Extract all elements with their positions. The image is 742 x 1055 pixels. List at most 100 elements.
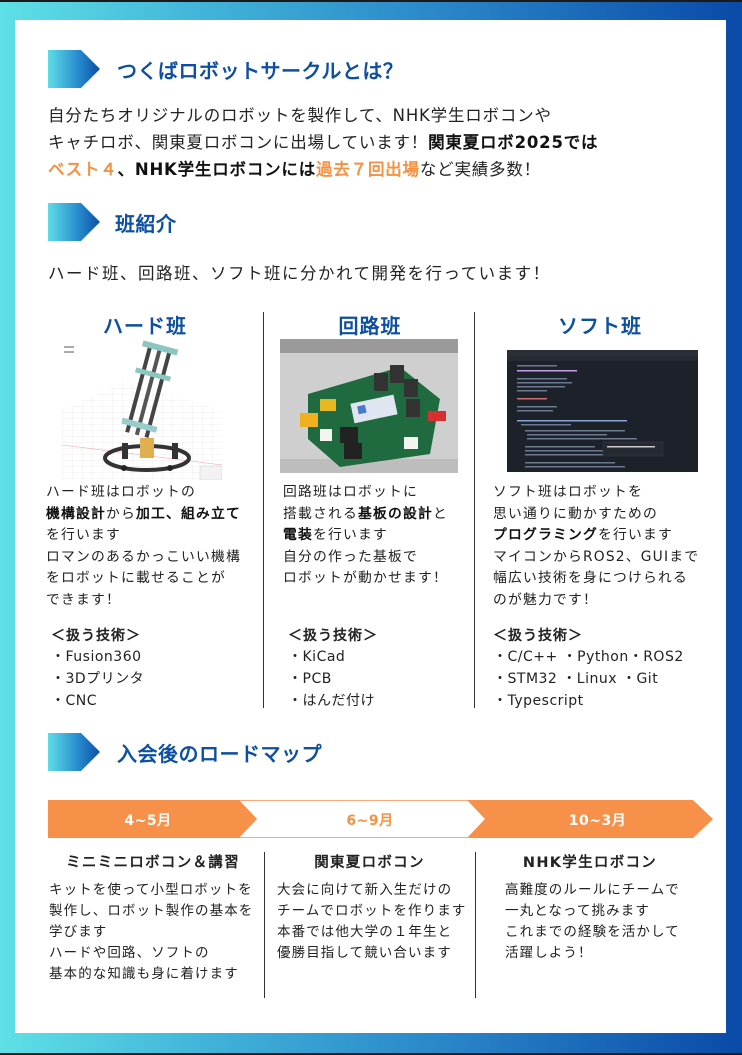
desc-text: のが魅力です！ <box>493 591 598 608</box>
team-desc-line: プログラミングを行います <box>493 525 718 547</box>
roadmap-period-1: 4~5月 <box>124 813 172 829</box>
team-desc-line: できます！ <box>46 590 261 612</box>
team-desc-line: ロボットが動かせます！ <box>283 568 473 590</box>
desc-text: ハード班はロボットの <box>46 484 196 500</box>
tech-item: ・CNC <box>51 693 98 709</box>
section-header-about: つくばロボットサークルとは？ <box>48 50 403 88</box>
team-desc-line: 電装を行います <box>283 525 473 547</box>
event-desc-1: キットを使って小型ロボットを 製作し、ロボット製作の基本を 学びます ハードや回… <box>49 880 253 985</box>
team-desc-soft: ソフト班はロボットを思い通りに動かすためのプログラミングを行いますマイコンからR… <box>493 482 718 611</box>
roadmap-timeline: 4~5月 6~9月 10~3月 <box>48 800 713 838</box>
desc-text: 自分の作った基板で <box>283 548 418 565</box>
highlight-7-appearances: 過去７回出場 <box>316 160 420 179</box>
event-desc-line: 大会に向けて新入生だけの <box>277 882 453 898</box>
about-line-2-bold: 関東夏ロボ2025では <box>428 133 599 152</box>
team-desc-line: 回路班はロボットに <box>283 482 473 504</box>
team-desc-line: をロボットに載せることが <box>46 568 261 590</box>
desc-text: 搭載される <box>283 505 358 522</box>
desc-text: をロボットに載せることが <box>46 570 226 586</box>
cad-robot-model-image <box>62 340 222 480</box>
emphasis-text: 電装 <box>283 527 313 543</box>
event-desc-3: 高難度のルールにチームで 一丸となって挑みます これまでの経験を活かして 活躍し… <box>505 880 680 964</box>
section-title-roadmap: 入会後のロードマップ <box>117 741 322 766</box>
team-desc-line: ハード班はロボットの <box>46 482 261 504</box>
team-title-hard: ハード班 <box>103 314 187 338</box>
team-divider-2 <box>474 312 475 708</box>
roadmap-divider-1 <box>264 852 265 998</box>
desc-text: できます！ <box>46 591 121 608</box>
desc-text: を行います <box>597 527 673 543</box>
about-line-3-bold: 、NHK学生ロボコンには <box>117 160 317 179</box>
team-card-soft: ソフト班 <box>500 310 700 339</box>
team-desc-hard: ハード班はロボットの機構設計から加工、組み立てを行いますロマンのあるかっこいい機… <box>46 482 261 611</box>
about-paragraph: 自分たちオリジナルのロボットを製作して、NHK学生ロボコンや キャチロボ、関東夏… <box>48 102 698 183</box>
team-card-circuit: 回路班 <box>270 310 470 339</box>
roadmap-period-2: 6~9月 <box>346 813 394 829</box>
emphasis-text: 基板の設計 <box>357 505 433 522</box>
event-title-2: 関東夏ロボコン <box>314 855 425 871</box>
about-line-1: 自分たちオリジナルのロボットを製作して、NHK学生ロボコンや <box>48 106 552 125</box>
event-desc-line: 高難度のルールにチームで <box>505 882 680 898</box>
desc-text: を行います <box>313 527 388 543</box>
event-desc-line: 製作し、ロボット製作の基本を <box>49 903 254 919</box>
desc-text: と <box>432 505 448 522</box>
emphasis-text: 機構設計 <box>46 505 106 522</box>
event-desc-line: チームでロボットを作ります <box>277 903 467 919</box>
roadmap-period-3: 10~3月 <box>568 813 627 829</box>
arrow-pentagon-icon <box>48 733 100 771</box>
team-desc-line: 思い通りに動かすための <box>493 504 718 526</box>
event-title-3: NHK学生ロボコン <box>522 855 658 871</box>
tech-item: ・STM32 ・Linux ・Git <box>493 671 659 687</box>
event-desc-line: ハードや回路、ソフトの <box>49 945 210 961</box>
desc-text: マイコンからROS2、GUIまで <box>493 548 700 565</box>
tech-list-soft: ・C/C++ ・Python・ROS2 ・STM32 ・Linux ・Git ・… <box>493 646 684 712</box>
emphasis-text: プログラミング <box>493 527 598 543</box>
event-desc-2: 大会に向けて新入生だけの チームでロボットを作ります 本番では他大学の１年生と … <box>277 880 466 964</box>
tech-heading-soft: ＜扱う技術＞ <box>493 628 583 644</box>
section-header-roadmap: 入会後のロードマップ <box>48 733 322 771</box>
tech-item: ・C/C++ ・Python・ROS2 <box>493 649 684 665</box>
desc-text: 幅広い技術を身につけられる <box>493 570 688 586</box>
section-title-teams: 班紹介 <box>115 211 177 236</box>
desc-text: を行います <box>46 527 121 543</box>
flyer-page: つくばロボットサークルとは？ 自分たちオリジナルのロボットを製作して、NHK学生… <box>15 20 726 1033</box>
about-line-3-plain: など実績多数！ <box>419 160 541 179</box>
frame-top-border <box>0 0 742 2</box>
tech-item: ・はんだ付け <box>288 693 375 709</box>
team-desc-line: 幅広い技術を身につけられる <box>493 568 718 590</box>
desc-text: から <box>106 505 136 522</box>
section-title-about: つくばロボットサークルとは？ <box>117 58 404 83</box>
event-desc-line: 一丸となって挑みます <box>505 903 650 919</box>
team-desc-line: 機構設計から加工、組み立て <box>46 504 261 526</box>
team-divider-1 <box>263 312 264 708</box>
frame-bottom-border <box>0 1053 742 1055</box>
desc-text: 回路班はロボットに <box>283 484 418 500</box>
tech-heading-hard: ＜扱う技術＞ <box>51 628 141 644</box>
event-desc-line: 学びます <box>49 924 108 940</box>
team-desc-line: マイコンからROS2、GUIまで <box>493 547 718 569</box>
team-desc-line: 搭載される基板の設計と <box>283 504 473 526</box>
about-line-2-plain: キャチロボ、関東夏ロボコンに出場しています！ <box>48 133 429 152</box>
event-desc-line: 本番では他大学の１年生と <box>277 924 453 940</box>
tech-item: ・Typescript <box>493 693 584 709</box>
tech-list-hard: ・Fusion360 ・3Dプリンタ ・CNC <box>51 646 144 712</box>
tech-list-circuit: ・KiCad ・PCB ・はんだ付け <box>288 646 375 712</box>
emphasis-text: 加工、組み立て <box>136 505 241 522</box>
tech-item: ・Fusion360 <box>51 649 142 665</box>
teams-intro-text: ハード班、回路班、ソフト班に分かれて開発を行っています！ <box>48 264 551 283</box>
event-desc-line: これまでの経験を活かして <box>505 924 680 940</box>
team-desc-line: のが魅力です！ <box>493 590 718 612</box>
desc-text: 思い通りに動かすための <box>493 505 658 522</box>
tech-heading-circuit: ＜扱う技術＞ <box>288 628 378 644</box>
event-desc-line: 活躍しよう！ <box>505 945 593 961</box>
event-title-1: ミニミニロボコン＆講習 <box>66 855 240 871</box>
tech-item: ・KiCad <box>288 649 346 665</box>
team-card-hard: ハード班 <box>45 310 255 339</box>
event-desc-line: 優勝目指して競い合います <box>277 945 452 961</box>
team-desc-line: 自分の作った基板で <box>283 547 473 569</box>
event-desc-line: キットを使って小型ロボットを <box>49 882 253 898</box>
tech-item: ・3Dプリンタ <box>51 671 145 687</box>
code-editor-screenshot <box>507 350 698 472</box>
circuit-board-photo <box>280 339 458 473</box>
roadmap-divider-2 <box>475 852 476 998</box>
